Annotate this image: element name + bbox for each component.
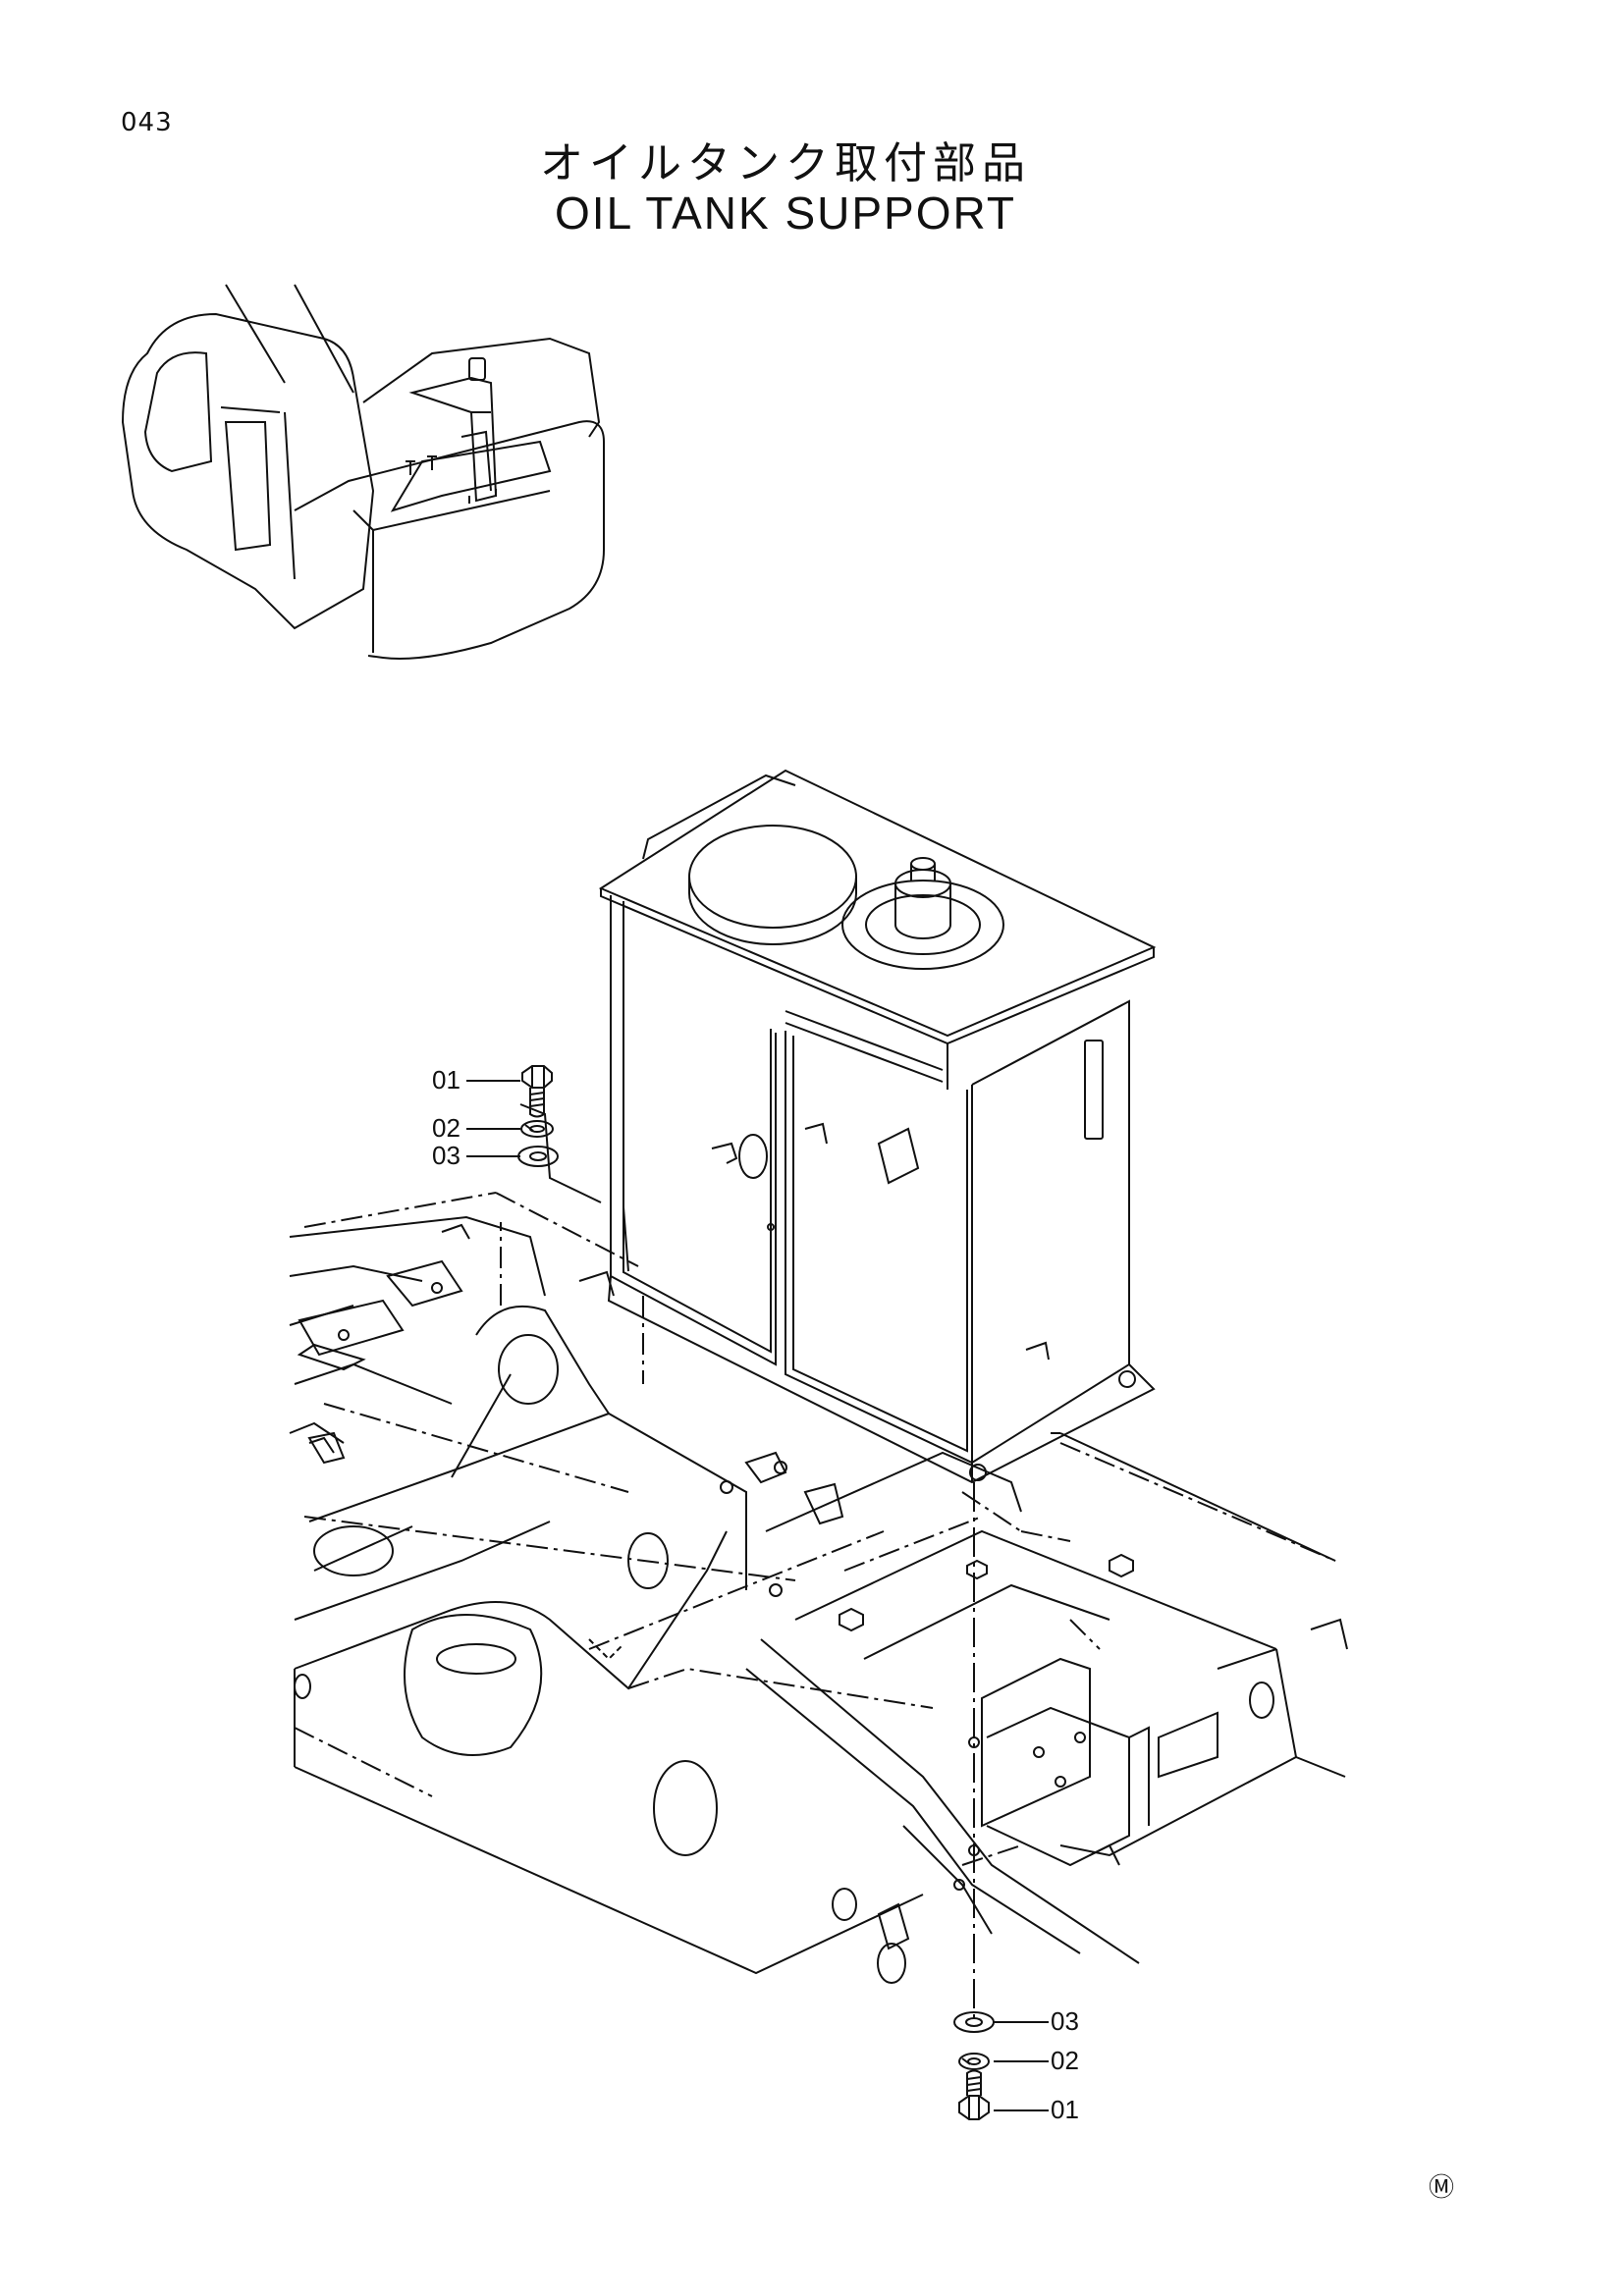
title-english: OIL TANK SUPPORT: [555, 187, 1016, 239]
callout-bolt-lower: 01: [1051, 2095, 1079, 2124]
callout-spring-washer-lower: 02: [1051, 2046, 1079, 2075]
footer-mark: Ⓜ: [1429, 2173, 1455, 2203]
callout-bolt-upper: 01: [432, 1065, 460, 1095]
machine-locator-sketch: [123, 285, 604, 659]
upper-fastener-stack: [466, 1066, 558, 1166]
callout-washer-lower: 03: [1051, 2006, 1079, 2036]
oil-tank: [520, 771, 1154, 1482]
callout-washer-upper: 03: [432, 1141, 460, 1170]
revolving-frame: [290, 1193, 1347, 2022]
title-japanese: オイルタンク取付部品: [540, 138, 1031, 188]
page-number: 043: [121, 108, 173, 137]
lower-fastener-stack: [954, 2012, 1049, 2119]
callout-spring-washer-upper: 02: [432, 1113, 460, 1143]
